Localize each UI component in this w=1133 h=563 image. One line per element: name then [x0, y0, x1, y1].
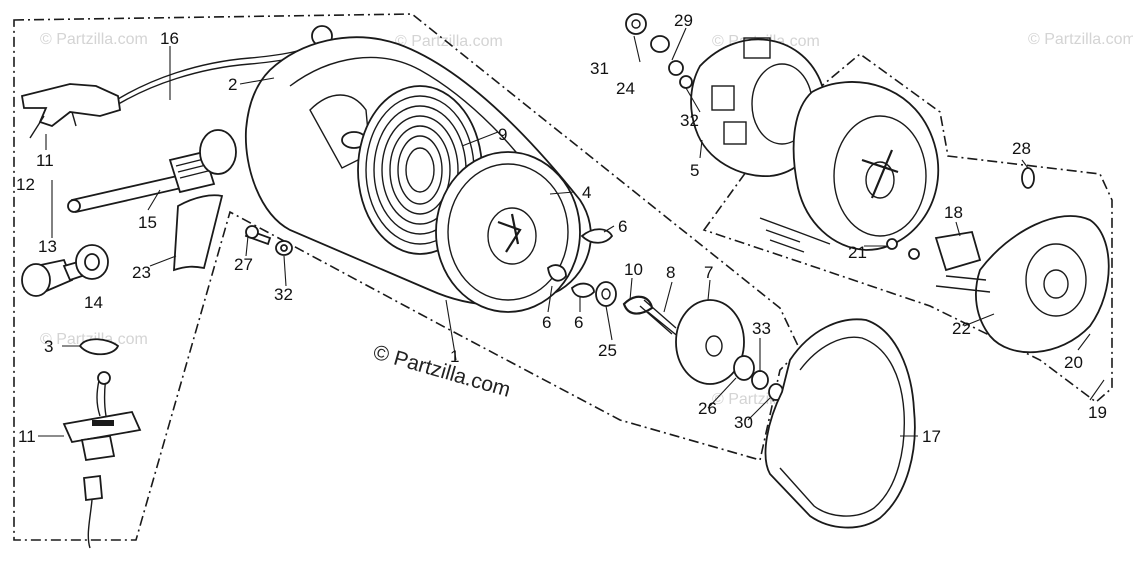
callout-4: 4 [582, 183, 591, 202]
callout-18: 18 [944, 203, 963, 222]
wire-harness [759, 217, 831, 253]
callout-20: 20 [1064, 353, 1083, 372]
callout-19: 19 [1088, 403, 1107, 422]
leader-lines [38, 27, 1105, 437]
callout-15: 15 [138, 213, 157, 232]
callout-2: 2 [228, 75, 237, 94]
callout-24: 24 [616, 79, 635, 98]
callout-21: 21 [848, 243, 867, 262]
callout-32: 32 [680, 111, 699, 130]
screw-and-washer [244, 225, 293, 256]
choke-rod [67, 129, 237, 214]
magneto-group-box [702, 52, 1113, 404]
callout-17: 17 [922, 427, 941, 446]
callout-11: 11 [18, 427, 36, 446]
callout-1: 1 [450, 347, 459, 366]
callout-23: 23 [132, 263, 151, 282]
callout-8: 8 [666, 263, 675, 282]
gasket [764, 318, 916, 529]
callout-11: 11 [36, 151, 54, 170]
watermark: © Partzilla.com [1028, 31, 1133, 48]
stator-plate [935, 215, 1110, 354]
callout-28: 28 [1012, 139, 1031, 158]
flywheel [792, 81, 940, 251]
callout-6: 6 [574, 313, 583, 332]
callout-14: 14 [84, 293, 103, 312]
callout-16: 16 [160, 29, 179, 48]
watermark: © Partzilla.com [395, 33, 503, 50]
callout-31: 31 [590, 59, 609, 78]
pad [173, 194, 224, 272]
callout-33: 33 [752, 319, 771, 338]
center-watermark: © Partzilla.com [371, 341, 513, 402]
callout-12: 12 [16, 175, 35, 194]
callout-6: 6 [618, 217, 627, 236]
callout-30: 30 [734, 413, 753, 432]
callout-3: 3 [44, 337, 53, 356]
callout-26: 26 [698, 399, 717, 418]
assembly-boundaries [13, 13, 1113, 541]
callout-27: 27 [234, 255, 253, 274]
watermark: © Partzilla.com [40, 31, 148, 48]
fan-cover [690, 37, 827, 177]
callout-5: 5 [690, 161, 699, 180]
starter-handle [62, 371, 142, 549]
callout-labels: 1 2 3 4 5 6 6 6 7 8 9 10 11 11 12 13 14 … [16, 11, 1107, 446]
callout-10: 10 [624, 260, 643, 279]
callout-7: 7 [704, 263, 713, 282]
grommet [78, 338, 120, 356]
ratchet-pawls [547, 228, 614, 298]
bolt-and-nut [21, 244, 109, 297]
friction-plate-stack [595, 281, 784, 401]
small-washers [625, 13, 693, 89]
callout-22: 22 [952, 319, 971, 338]
points-set [886, 167, 1035, 272]
left-group-box [13, 13, 801, 541]
callout-32: 32 [274, 285, 293, 304]
callout-25: 25 [598, 341, 617, 360]
callout-29: 29 [674, 11, 693, 30]
starter-pulley [435, 151, 581, 313]
callout-9: 9 [498, 125, 507, 144]
callout-6: 6 [542, 313, 551, 332]
callout-13: 13 [38, 237, 57, 256]
